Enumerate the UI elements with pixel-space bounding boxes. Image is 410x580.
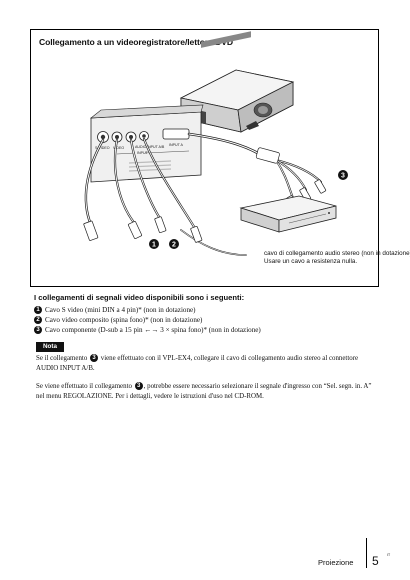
note-number: 3: [90, 354, 99, 363]
paragraph-text-start: Se viene effettuato il collegamento: [36, 383, 132, 390]
note-text: Se il collegamento 3 viene effettuato co…: [36, 354, 376, 373]
input-ab-label: INPUT A/B: [147, 145, 165, 149]
caption-line-1: cavo di collegamento audio stereo (non i…: [264, 250, 410, 257]
input-label: INPUT: [137, 151, 149, 155]
callout-3: 3: [338, 170, 348, 180]
list-number-2: 2: [34, 316, 42, 324]
page-language: IT: [387, 553, 391, 557]
audio-label: AUDIO: [135, 145, 147, 149]
list-text-2: Cavo video composito (spina fono)* (non …: [45, 316, 203, 324]
paragraph-text-end: , potrebbe essere necessario selezionare…: [36, 383, 372, 400]
figure-caption: cavo di collegamento audio stereo (non i…: [264, 250, 410, 266]
connection-diagram: S VIDEO VIDEO AUDIO INPUT A/B INPUT A IN…: [83, 31, 348, 256]
page-number: 5: [372, 554, 379, 568]
cable-plugs: [83, 147, 327, 243]
s-video-label: S VIDEO: [95, 146, 110, 150]
caption-line-2: Usare un cavo a resistenza nulla.: [264, 258, 358, 265]
callout-2-label: 2: [172, 242, 176, 249]
note-text-start: Se il collegamento: [36, 355, 88, 362]
input-a-label: INPUT A: [169, 143, 184, 147]
connection-list: 1 Cavo S video (mini DIN a 4 pin)* (non …: [34, 305, 261, 335]
figure-title: Collegamento a un videoregistratore/lett…: [39, 37, 233, 47]
input-panel: S VIDEO VIDEO AUDIO INPUT A/B INPUT A IN…: [90, 104, 204, 183]
callout-1: 1: [149, 239, 159, 249]
note-badge: Nota: [36, 342, 64, 352]
list-item: 1 Cavo S video (mini DIN a 4 pin)* (non …: [34, 305, 261, 315]
section-heading: I collegamenti di segnali video disponib…: [34, 293, 245, 302]
dvd-player-illustration: [239, 195, 337, 233]
list-number-3: 3: [34, 326, 42, 334]
footer-divider: [366, 538, 367, 568]
list-item: 3 Cavo componente (D-sub a 15 pin ←→ 3 ×…: [34, 325, 261, 335]
paragraph-number: 3: [134, 382, 143, 391]
connection-figure: Collegamento a un videoregistratore/lett…: [30, 29, 410, 287]
list-text-1: Cavo S video (mini DIN a 4 pin)* (non in…: [45, 306, 196, 314]
callout-3-label: 3: [341, 173, 345, 180]
video-label: VIDEO: [113, 146, 124, 150]
list-text-3: Cavo componente (D-sub a 15 pin ←→ 3 × s…: [45, 326, 261, 334]
note-text-end: viene effettuato con il VPL-EX4, collega…: [36, 355, 359, 372]
list-item: 2 Cavo video composito (spina fono)* (no…: [34, 315, 261, 325]
list-number-1: 1: [34, 306, 42, 314]
footer-section-label: Proiezione: [318, 558, 354, 567]
body-paragraph: Se viene effettuato il collegamento 3, p…: [36, 382, 380, 401]
callout-2: 2: [169, 239, 179, 249]
callout-1-label: 1: [152, 242, 156, 249]
